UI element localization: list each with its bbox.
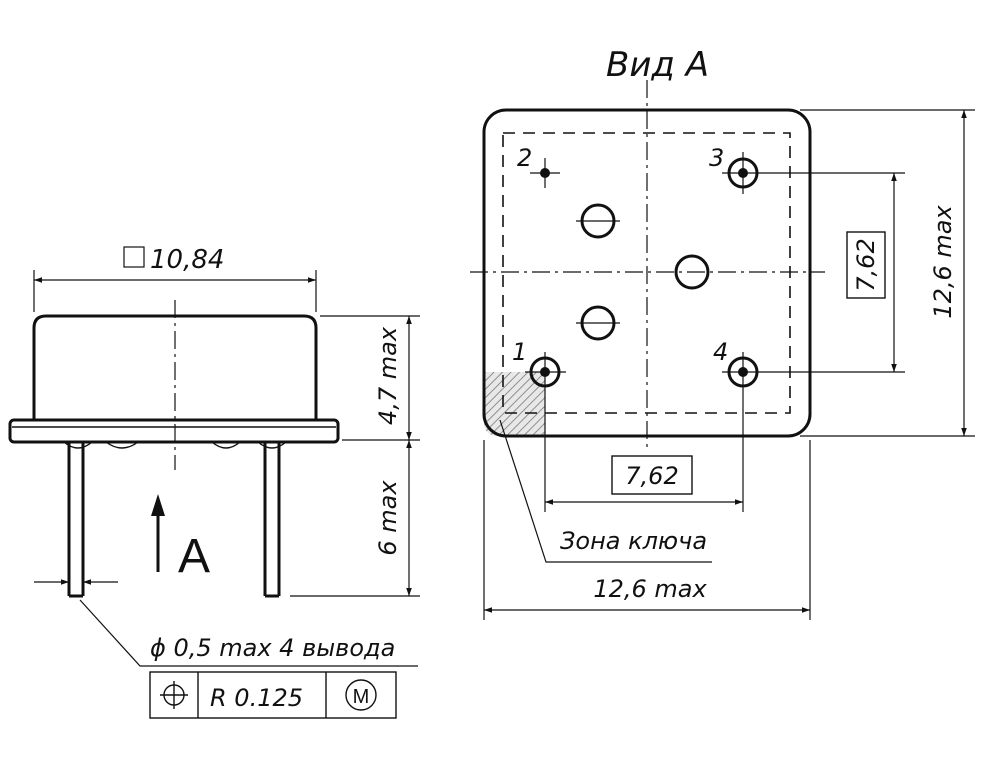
pin-label-1: 1	[512, 338, 527, 366]
dimension-height-side: 4,7 max 6 max	[290, 315, 420, 597]
side-view: 10,84 4,7 max 6 max A ϕ 0,5 max 4 вывода	[8, 245, 420, 719]
dimension-overall-width: 12,6 max	[483, 440, 811, 620]
dimension-width-side: 10,84	[33, 245, 317, 312]
hole-middle	[674, 254, 710, 290]
height-pins-label: 6 max	[374, 480, 402, 556]
view-a: Вид A	[470, 45, 975, 620]
key-zone-label: Зона ключа	[560, 527, 707, 555]
overall-width-label: 12,6 max	[593, 575, 707, 603]
package-flange	[8, 418, 340, 444]
pin-label-2: 2	[517, 144, 532, 172]
lead-diameter-dimension: ϕ 0,5 max 4 вывода	[34, 579, 418, 667]
size-label: 10,84	[150, 245, 224, 275]
overall-height-label: 12,6 max	[929, 205, 957, 319]
view-a-title: Вид A	[606, 45, 709, 85]
pin-label-4: 4	[713, 338, 728, 366]
lead-left	[67, 442, 85, 598]
dimension-overall-height: 12,6 max	[800, 109, 975, 437]
pitch-vertical-label: 7,62	[852, 238, 880, 291]
view-arrow-label: A	[178, 530, 210, 583]
height-top-label: 4,7 max	[374, 326, 402, 425]
position-tolerance-icon	[160, 681, 188, 709]
tolerance-frame: R 0.125 M	[149, 671, 397, 719]
pin-3	[722, 152, 905, 194]
square-symbol	[123, 246, 145, 268]
key-zone-leader: Зона ключа	[499, 419, 712, 563]
dimension-pitch-horizontal: 7,62	[544, 392, 743, 512]
max-material-modifier-icon	[345, 679, 377, 711]
pin-1	[525, 352, 566, 392]
view-arrow: A	[151, 494, 210, 583]
pin-4	[722, 352, 905, 512]
pitch-horizontal-label: 7,62	[625, 462, 678, 490]
modifier-label: M	[353, 686, 370, 708]
lead-right	[263, 442, 281, 598]
pin-2	[530, 158, 560, 188]
tolerance-value: R 0.125	[210, 684, 303, 712]
dimension-pitch-vertical: 7,62	[846, 173, 897, 372]
lead-note: ϕ 0,5 max 4 вывода	[150, 634, 395, 662]
key-zone-hatch	[484, 372, 545, 436]
pin-label-3: 3	[709, 144, 724, 172]
